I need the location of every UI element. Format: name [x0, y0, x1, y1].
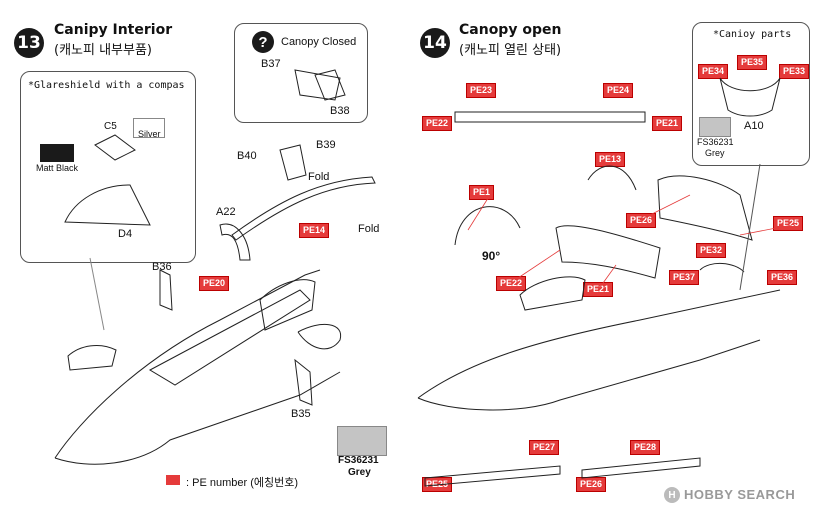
pe37-part: [699, 263, 745, 273]
pe34-label: PE34: [698, 64, 729, 79]
part-b40-shape: [279, 144, 307, 181]
glareshield-callout: [20, 71, 196, 263]
hobby-search-logo-icon: H: [664, 487, 680, 503]
step-14-number: 14: [423, 33, 447, 53]
part-b39-label: B39: [316, 139, 336, 151]
grey-swatch-name: Grey: [348, 467, 371, 478]
canopy-frame-13: [259, 279, 316, 331]
pe36-label: PE36: [767, 270, 798, 285]
glareshield-part: [67, 344, 117, 371]
canopy-parts-swatch-code: FS36231: [697, 137, 734, 147]
step-14-title: Canopy open: [459, 22, 562, 38]
pe35-label: PE35: [737, 55, 768, 70]
glareshield-note: *Glareshield with a compas: [28, 80, 185, 91]
pe32-label: PE32: [696, 243, 727, 258]
pe25-label-canopy: PE25: [773, 216, 804, 231]
fuselage-top-14: [417, 289, 781, 399]
canopy-closed-title: Canopy Closed: [281, 36, 357, 48]
pe1-arch: [454, 206, 521, 246]
pe33-label: PE33: [779, 64, 810, 79]
canopy-parts-swatch-name: Grey: [705, 148, 725, 158]
part-b35-shape: [294, 358, 313, 406]
pe-strip-bottom-right: [581, 457, 701, 479]
pe21-label-mid: PE21: [583, 282, 614, 297]
part-b36-label: B36: [152, 261, 172, 273]
question-icon: ?: [252, 31, 274, 53]
grey-swatch: [337, 426, 387, 456]
step-13-badge: 13: [14, 28, 44, 58]
canopy-parts-leader: [739, 163, 761, 291]
part-a22-label: A22: [216, 206, 236, 218]
pe27-label: PE27: [529, 440, 560, 455]
step-13-title: Canipy Interior: [54, 22, 173, 38]
front-canopy-14: [555, 225, 661, 279]
cockpit-tub-13: [148, 289, 311, 386]
pe26-label-canopy: PE26: [626, 213, 657, 228]
matt-black-label: Matt Black: [36, 163, 79, 173]
angle-label: 90°: [482, 249, 501, 263]
step-14-badge: 14: [420, 28, 450, 58]
pe24-label: PE24: [603, 83, 634, 98]
part-d4-label: D4: [118, 228, 133, 240]
fuselage-bottom-14: [417, 339, 761, 411]
part-b36-shape: [159, 269, 173, 311]
pe-legend-swatch: [166, 475, 180, 485]
part-b38-label: B38: [330, 105, 350, 117]
step-14-subtitle: (캐노피 열린 상태): [459, 43, 562, 58]
pe13-label: PE13: [595, 152, 626, 167]
pe1-leader: [467, 194, 491, 231]
fold-label-1: Fold: [308, 171, 330, 183]
silver-swatch: [133, 118, 165, 138]
matt-black-swatch: [40, 144, 74, 162]
grey-swatch-code: FS36231: [338, 455, 379, 466]
part-b40-label: B40: [237, 150, 257, 162]
pe37-label: PE37: [669, 270, 700, 285]
part-a22-shape: [219, 223, 251, 261]
windshield-14: [519, 276, 586, 311]
pe23-label: PE23: [466, 83, 497, 98]
watermark-text: HOBBY SEARCH: [684, 487, 796, 502]
pe20-label: PE20: [199, 276, 230, 291]
part-a10-label: A10: [744, 120, 764, 132]
fuselage-top-13: [54, 269, 321, 459]
pe1-label: PE1: [469, 185, 495, 200]
pe21-label-top: PE21: [652, 116, 683, 131]
pe14-label: PE14: [299, 223, 330, 238]
silver-label: Silver: [138, 129, 161, 139]
callout-leader-13: [89, 257, 105, 331]
pe-strip-top: [454, 111, 646, 123]
rear-canopy-14: [657, 175, 753, 241]
intake-13: [297, 323, 342, 350]
pe22-label-mid: PE22: [496, 276, 527, 291]
part-c5-label: C5: [104, 121, 117, 132]
part-b35-label: B35: [291, 408, 311, 420]
pe-legend-text: : PE number (에칭번호): [186, 477, 299, 489]
pe13-arch: [587, 165, 637, 191]
step-13-subtitle: (캐노피 내부부품): [54, 43, 152, 58]
pe22-label-top: PE22: [422, 116, 453, 131]
pe25-label-bottom: PE25: [422, 477, 453, 492]
part-b37-label: B37: [261, 58, 281, 70]
pe26-label-bottom: PE26: [576, 477, 607, 492]
canopy-parts-grey-swatch: [699, 117, 731, 137]
canopy-parts-note: *Canioy parts: [713, 29, 792, 40]
step-13-number: 13: [17, 33, 41, 53]
pe28-label: PE28: [630, 440, 661, 455]
fold-label-2: Fold: [358, 223, 380, 235]
